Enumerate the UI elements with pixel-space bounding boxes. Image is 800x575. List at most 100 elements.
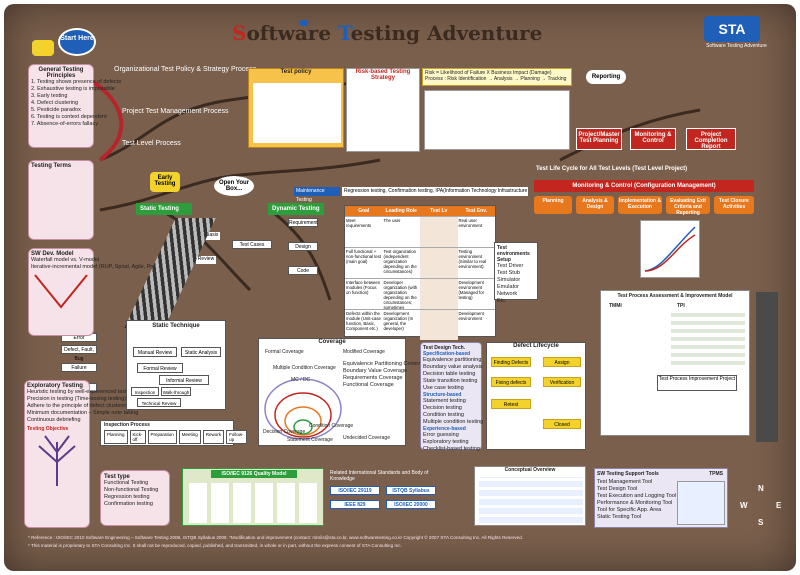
v-model-icon xyxy=(34,274,88,309)
struct-technique-item: Multiple condition testing xyxy=(423,419,484,425)
formal-coverage-label: Formal Coverage xyxy=(265,349,304,355)
standard-item: ISTQB Syllabus xyxy=(386,486,436,495)
compass-w: W xyxy=(740,501,748,510)
quality-model-title: ISO/IEC 9126 Quality Model xyxy=(211,470,297,478)
tool-item: Tool for Specific App. Area xyxy=(597,507,662,513)
struct-technique-item: Statement testing xyxy=(423,398,466,404)
tool-item: Static Testing Tool xyxy=(597,514,642,520)
defect-state: Fixing defects xyxy=(491,377,531,387)
tool-screenshot xyxy=(677,481,725,525)
principle-item: 5. Pesticide paradox xyxy=(31,107,81,113)
inspection-box: Inspection xyxy=(131,387,159,396)
sw-dev-item: Waterfall model vs. V-model xyxy=(31,257,100,263)
mgmt-process-box: Project Completion Report xyxy=(686,128,736,150)
tool-item: Test Management Tool xyxy=(597,479,653,485)
spec-technique-item: Boundary value analysis xyxy=(423,364,483,370)
exp-technique-item: Error guessing xyxy=(423,432,459,438)
sw-dev-title: SW Dev. Model xyxy=(31,251,74,257)
spec-technique-item: State transition testing xyxy=(423,378,478,384)
coverage-item: Equivalence Partitioning Coverage xyxy=(343,361,428,367)
spec-technique-item: Equivalence partitioning xyxy=(423,357,482,363)
principle-item: 4. Defect clustering xyxy=(31,100,79,106)
exploratory-item: Continuous debriefing xyxy=(27,417,81,423)
test-policy-panel: Test policy xyxy=(248,68,344,148)
test-type-item: Non-functional Testing xyxy=(104,487,159,493)
table-cell xyxy=(420,248,458,278)
mgmt-process-label: Project Test Management Process xyxy=(122,108,229,115)
tools-brand: TPMS xyxy=(709,471,723,477)
sw-dev-list: Waterfall model vs. V-modelIterative-inc… xyxy=(31,257,176,271)
testing-objective-label: Testing Objective xyxy=(27,426,69,432)
exploratory-list: Heuristic testing by well-experienced te… xyxy=(27,389,151,424)
review-label: Review xyxy=(196,256,216,264)
table-header-cell: Leading Role xyxy=(385,208,417,214)
mgmt-process-box: Monitoring & Control xyxy=(630,128,676,150)
file-cabinet xyxy=(756,292,778,442)
table-row: Defects within the module (Unit-case fun… xyxy=(345,309,495,340)
footer-line-1: * Reference : ISO/IEC 2010 Software Engi… xyxy=(28,535,524,540)
start-here-button[interactable]: Start Here xyxy=(58,28,96,56)
table-header-cell: Test Env. xyxy=(465,208,488,214)
principle-item: 3. Early testing xyxy=(31,93,68,99)
compass-e: E xyxy=(776,501,782,510)
undecided-coverage-label: Undecided Coverage xyxy=(343,435,390,441)
test-type-title: Test type xyxy=(104,474,130,480)
quality-model-panel: ISO/IEC 9126 Quality Model xyxy=(182,468,324,526)
tool-item: Performance & Monitoring Tool xyxy=(597,500,673,506)
exploratory-item: Precision in testing (Time-boxing testin… xyxy=(27,396,127,402)
robot-mascot-icon xyxy=(32,40,54,56)
tmmi-label: TMMi xyxy=(609,303,622,309)
term-item: Failure xyxy=(61,363,97,372)
defect-state: Closed xyxy=(543,419,581,429)
exp-based-label: Experience-based xyxy=(423,426,466,432)
coverage-panel: Coverage Formal Coverage Modified Covera… xyxy=(258,338,427,446)
principles-title: General Testing Principles xyxy=(38,67,84,79)
risk-strategy-title: Risk-based Testing Strategy xyxy=(355,69,411,81)
lifecycle-monitor-bar: Monitoring & Control (Configuration Mana… xyxy=(534,180,754,192)
terms-title: Testing Terms xyxy=(31,163,72,169)
struct-technique-item: Decision testing xyxy=(423,405,462,411)
env-item: Test Stub xyxy=(497,270,520,276)
defect-state: Assign xyxy=(543,357,581,367)
informal-review-box: Informal Review xyxy=(159,375,209,385)
tpi-label: TPI xyxy=(677,303,685,309)
s-curve-chart xyxy=(640,220,700,278)
exploratory-panel: Exploratory Testing Heuristic testing by… xyxy=(24,380,151,528)
env-item: Test Driver xyxy=(497,263,524,269)
env-item: Etc. xyxy=(497,298,507,304)
coverage-item: Requirements Coverage xyxy=(343,375,403,381)
exp-technique-item: Checklist-based testing xyxy=(423,446,480,452)
defect-state: Finding Defects xyxy=(491,357,531,367)
mcdc-label: MC / DC xyxy=(291,377,311,383)
compass-s: S xyxy=(758,518,764,527)
table-cell: Meet requirements xyxy=(346,218,372,228)
table-cell: Real user environment xyxy=(458,218,483,228)
spec-technique-item: Decision table testing xyxy=(423,371,476,377)
technical-review-box: Technical Review xyxy=(137,398,181,407)
table-cell xyxy=(420,217,458,247)
assessment-panel: Test Process Assessment & Improvement Mo… xyxy=(600,290,750,436)
lifecycle-phase: Planning xyxy=(534,196,572,214)
table-row: Interface between modules (Focus on func… xyxy=(345,278,495,309)
risk-formula-box: Risk = Likelihood of Failure X Business … xyxy=(422,68,572,86)
table-cell xyxy=(420,279,458,309)
early-testing-badge: Early Testing xyxy=(150,172,180,192)
inspection-step: Meeting xyxy=(178,430,201,444)
tool-item: Test Design Tool xyxy=(597,486,638,492)
principle-item: 7. Absence-of-errors fallacy xyxy=(31,121,98,127)
dynamic-step-box: Requirement xyxy=(288,218,318,227)
lifecycle-phase: Evaluating Exit Criteria and Reporting xyxy=(666,196,710,216)
design-tech-title: Test Design Tech. xyxy=(423,345,466,351)
org-process-label: Organizational Test Policy & Strategy Pr… xyxy=(114,66,257,73)
inspection-step: Rework xyxy=(202,430,225,444)
